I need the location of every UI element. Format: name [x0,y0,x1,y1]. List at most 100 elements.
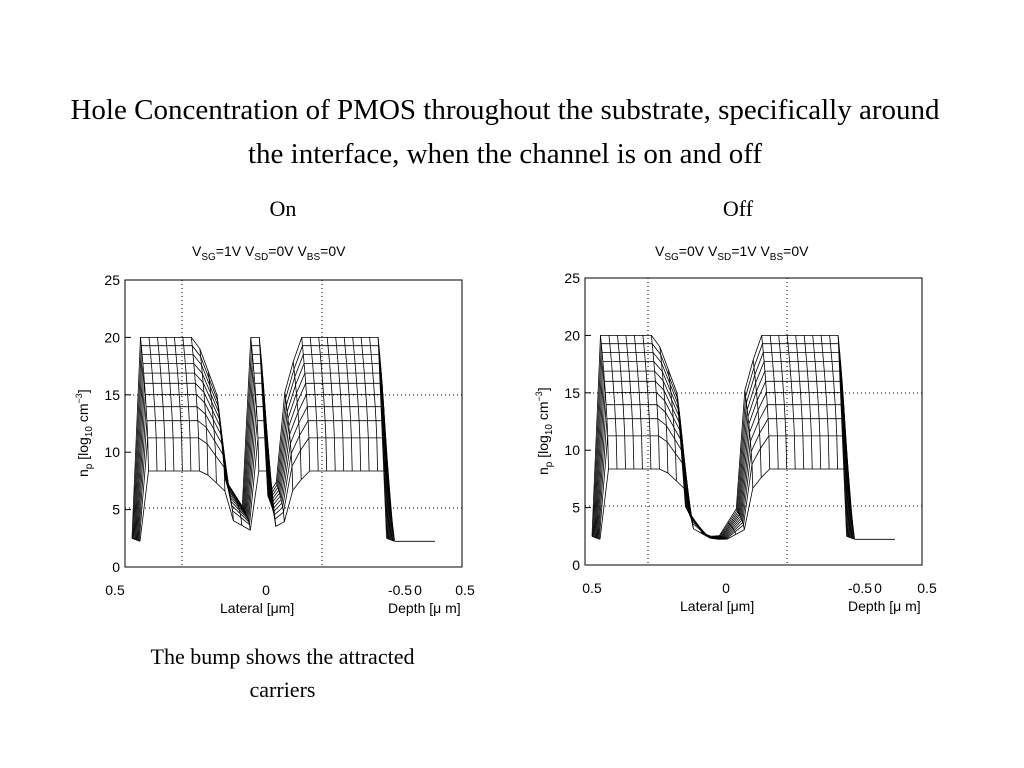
mesh-line [174,337,183,472]
mesh-line [133,354,389,539]
mesh-line [343,337,353,472]
mesh-line [199,348,209,476]
lateral-tick: 0 [722,580,730,596]
mesh-line [735,508,745,530]
mesh-line [803,335,813,470]
mesh-line [778,335,788,470]
mesh-line [727,522,737,535]
mesh-line [719,535,728,540]
mesh-line [812,335,822,470]
mesh-line [761,335,771,470]
bias-title-on: VSG=1V VSD=0V VBS=0V [192,243,346,263]
y-tick-label: 25 [104,272,120,288]
y-axis-label: np [log10 cm−3] [534,387,555,475]
slide-title: Hole Concentration of PMOS throughout th… [70,94,940,170]
mesh-line [685,506,694,529]
mesh-line [659,346,669,474]
mesh-line [769,335,779,470]
depth-axis-label: Depth [μ m] [848,598,921,614]
mesh-line [148,337,158,472]
plot-frame [124,279,463,568]
lateral-tick: 0.5 [582,580,602,596]
mesh-line [131,337,387,539]
mesh-line [258,337,268,472]
mesh-line [377,337,387,472]
y-tick-label: 0 [572,557,580,573]
mesh-line [676,392,686,490]
mesh-line [140,337,149,472]
depth-tick: 0 [874,580,882,596]
mesh-line [157,337,166,472]
lateral-tick: -0.5 [388,582,412,598]
mesh-line [597,404,853,539]
mesh-line [292,361,302,480]
mesh-line [710,535,719,540]
mesh-line [131,537,141,542]
mesh-line [702,532,711,539]
lateral-axis-label: Lateral [μm] [220,600,294,616]
mesh-line [596,392,852,539]
mesh-line [216,394,226,492]
mesh-line [134,363,390,540]
panel-label-on: On [269,196,297,221]
y-tick-label: 5 [112,502,120,518]
plot-frame [584,277,923,566]
surface-mesh-off [591,335,895,540]
mesh-line [132,345,388,539]
mesh-line [593,352,849,538]
mesh-line [642,335,652,470]
slide-caption: The bump shows the attracted carriers [150,644,415,702]
mesh-line [837,335,847,470]
mesh-line [820,335,830,470]
mesh-line [369,337,378,472]
mesh-line [318,337,328,472]
depth-tick: 0 [414,582,422,598]
mesh-line [241,506,251,531]
depth-axis-label: Depth [μ m] [388,600,461,616]
mesh-line [275,482,285,522]
depth-tick: 0.5 [455,582,475,598]
mesh-line [829,335,838,470]
y-tick-label: 15 [104,387,120,403]
mesh-line [301,337,311,472]
mesh-line [165,337,175,472]
lateral-tick: -0.5 [848,580,872,596]
mesh-line [335,337,345,472]
mesh-line [592,343,848,538]
mesh-line [846,535,855,540]
mesh-line [326,337,336,472]
lateral-tick: 0 [262,582,270,598]
mesh-line [191,337,200,472]
y-tick-label: 5 [572,500,580,516]
y-tick-label: 15 [564,385,580,401]
mesh-line [608,335,618,470]
mesh-line [250,337,260,472]
mesh-line [352,337,362,472]
mesh-line [795,335,805,470]
mesh-line [786,335,796,470]
mesh-line [225,479,234,521]
mesh-line [594,361,850,538]
mesh-line [233,492,243,526]
lateral-tick: 0.5 [105,582,125,598]
mesh-line [309,337,319,472]
surface-mesh-on [131,337,435,542]
lateral-axis-label: Lateral [μm] [680,598,754,614]
mesh-line [668,369,677,482]
y-tick-label: 25 [564,270,580,286]
mesh-line [208,371,217,484]
y-tick-label: 20 [104,329,120,345]
y-axis-label: np [log10 cm−3] [74,389,95,477]
depth-tick: 0.5 [917,580,937,596]
mesh-line [600,335,609,470]
mesh-line [625,335,635,470]
y-tick-label: 0 [112,559,120,575]
mesh-line [752,359,762,478]
y-tick-label: 10 [564,442,580,458]
y-tick-label: 20 [564,327,580,343]
mesh-line [598,418,854,540]
mesh-line [591,535,601,540]
